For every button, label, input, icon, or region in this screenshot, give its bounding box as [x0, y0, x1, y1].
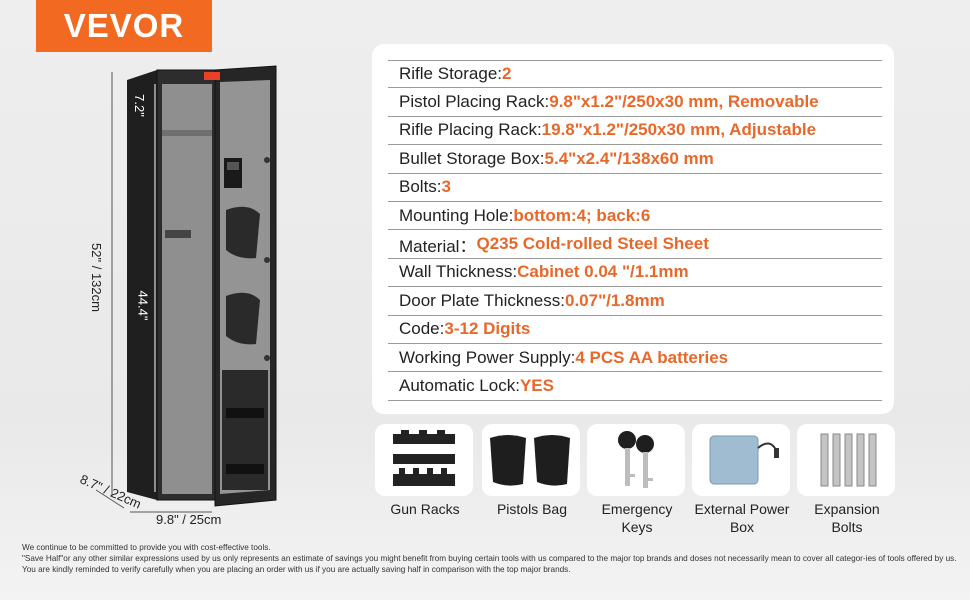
- dimension-total-height: 52" / 132cm: [88, 243, 104, 312]
- spec-label: Bolts:: [399, 177, 442, 197]
- spec-value: Cabinet 0.04 "/1.1mm: [517, 262, 689, 282]
- accessory-tile: [587, 424, 685, 496]
- spec-row-automatic-lock: Automatic Lock: YES: [388, 372, 882, 401]
- disclaimer-line: You are kindly reminded to verify carefu…: [22, 565, 571, 574]
- disclaimer-line: "Save Half"or any other similar expressi…: [22, 554, 957, 563]
- spec-row-bolts: Bolts: 3: [388, 174, 882, 202]
- accessory-tile: [797, 424, 895, 496]
- spec-row-door-thickness: Door Plate Thickness: 0.07"/1.8mm: [388, 287, 882, 316]
- spec-row-code: Code: 3-12 Digits: [388, 316, 882, 344]
- spec-label: Code:: [399, 319, 445, 339]
- brand-logo: VEVOR: [36, 0, 212, 52]
- spec-label: Pistol Placing Rack:: [399, 92, 550, 112]
- spec-value: 2: [502, 64, 512, 84]
- spec-label: Mounting Hole:: [399, 205, 514, 225]
- accessory-tile: [692, 424, 790, 496]
- spec-value: YES: [519, 375, 554, 395]
- spec-label: Rifle Placing Rack:: [399, 120, 542, 140]
- spec-value: 9.8"x1.2"/250x30 mm, Removable: [549, 92, 819, 112]
- accessory-emergency-keys: Emergency Keys: [587, 424, 687, 536]
- disclaimer: We continue to be committed to provide y…: [22, 542, 957, 575]
- spec-value: 3-12 Digits: [444, 319, 531, 339]
- accessory-external-power-box: External Power Box: [692, 424, 792, 536]
- spec-label: Wall Thickness:: [399, 262, 518, 282]
- accessory-label: Expansion Bolts: [814, 501, 880, 535]
- spec-row-rifle-rack: Rifle Placing Rack: 19.8"x1.2"/250x30 mm…: [388, 117, 882, 146]
- gun-safe-illustration: 7.2" 44.4" 52" / 132cm 8.7" / 22cm 9.8" …: [0, 60, 370, 540]
- dimension-width: 9.8" / 25cm: [156, 512, 222, 527]
- keys-icon: [618, 431, 654, 488]
- accessory-label: External Power Box: [694, 501, 790, 535]
- spec-value: 0.07"/1.8mm: [564, 290, 665, 310]
- spec-value: Q235 Cold-rolled Steel Sheet: [476, 234, 709, 254]
- spec-label: Rifle Storage:: [399, 64, 502, 84]
- spec-value: 19.8"x1.2"/250x30 mm, Adjustable: [541, 120, 817, 140]
- accessory-expansion-bolts: Expansion Bolts: [797, 424, 897, 536]
- accessory-label: Emergency Keys: [601, 501, 673, 535]
- power-box-icon: [709, 435, 779, 485]
- accessory-label: Gun Racks: [390, 501, 460, 517]
- spec-value: 5.4"x2.4"/138x60 mm: [544, 148, 714, 168]
- pistols-bag-icon: [490, 435, 570, 486]
- accessory-label: Pistols Bag: [496, 501, 568, 517]
- spec-value: 3: [441, 177, 451, 197]
- bolts-icon: [820, 433, 877, 487]
- spec-label: Working Power Supply:: [399, 347, 576, 367]
- spec-label: Material：: [399, 236, 477, 256]
- spec-value: 4 PCS AA batteries: [575, 347, 729, 367]
- accessory-gun-racks: Gun Racks: [375, 424, 475, 518]
- accessory-pistols-bag: Pistols Bag: [482, 424, 582, 518]
- spec-row-material: Material： Q235 Cold-rolled Steel Sheet: [388, 230, 882, 259]
- gun-racks-icon: [393, 430, 455, 486]
- spec-label: Bullet Storage Box:: [399, 148, 545, 168]
- dimension-inner-height: 44.4": [135, 290, 151, 321]
- spec-label: Automatic Lock:: [399, 375, 520, 395]
- spec-row-mounting-hole: Mounting Hole: bottom:4; back:6: [388, 202, 882, 231]
- spec-table: Rifle Storage: 2 Pistol Placing Rack: 9.…: [372, 44, 894, 414]
- accessory-tile: [375, 424, 473, 496]
- spec-row-wall-thickness: Wall Thickness: Cabinet 0.04 "/1.1mm: [388, 259, 882, 288]
- spec-row-pistol-rack: Pistol Placing Rack: 9.8"x1.2"/250x30 mm…: [388, 88, 882, 117]
- disclaimer-line: We continue to be committed to provide y…: [22, 543, 271, 552]
- gun-safe-drawing: [95, 65, 277, 513]
- accessory-tile: [482, 424, 580, 496]
- dimension-top-gap: 7.2": [131, 94, 147, 117]
- spec-row-bullet-box: Bullet Storage Box: 5.4"x2.4"/138x60 mm: [388, 145, 882, 174]
- spec-row-rifle-storage: Rifle Storage: 2: [388, 60, 882, 89]
- spec-label: Door Plate Thickness:: [399, 290, 565, 310]
- spec-row-power-supply: Working Power Supply: 4 PCS AA batteries: [388, 344, 882, 373]
- spec-value: bottom:4; back:6: [513, 205, 651, 225]
